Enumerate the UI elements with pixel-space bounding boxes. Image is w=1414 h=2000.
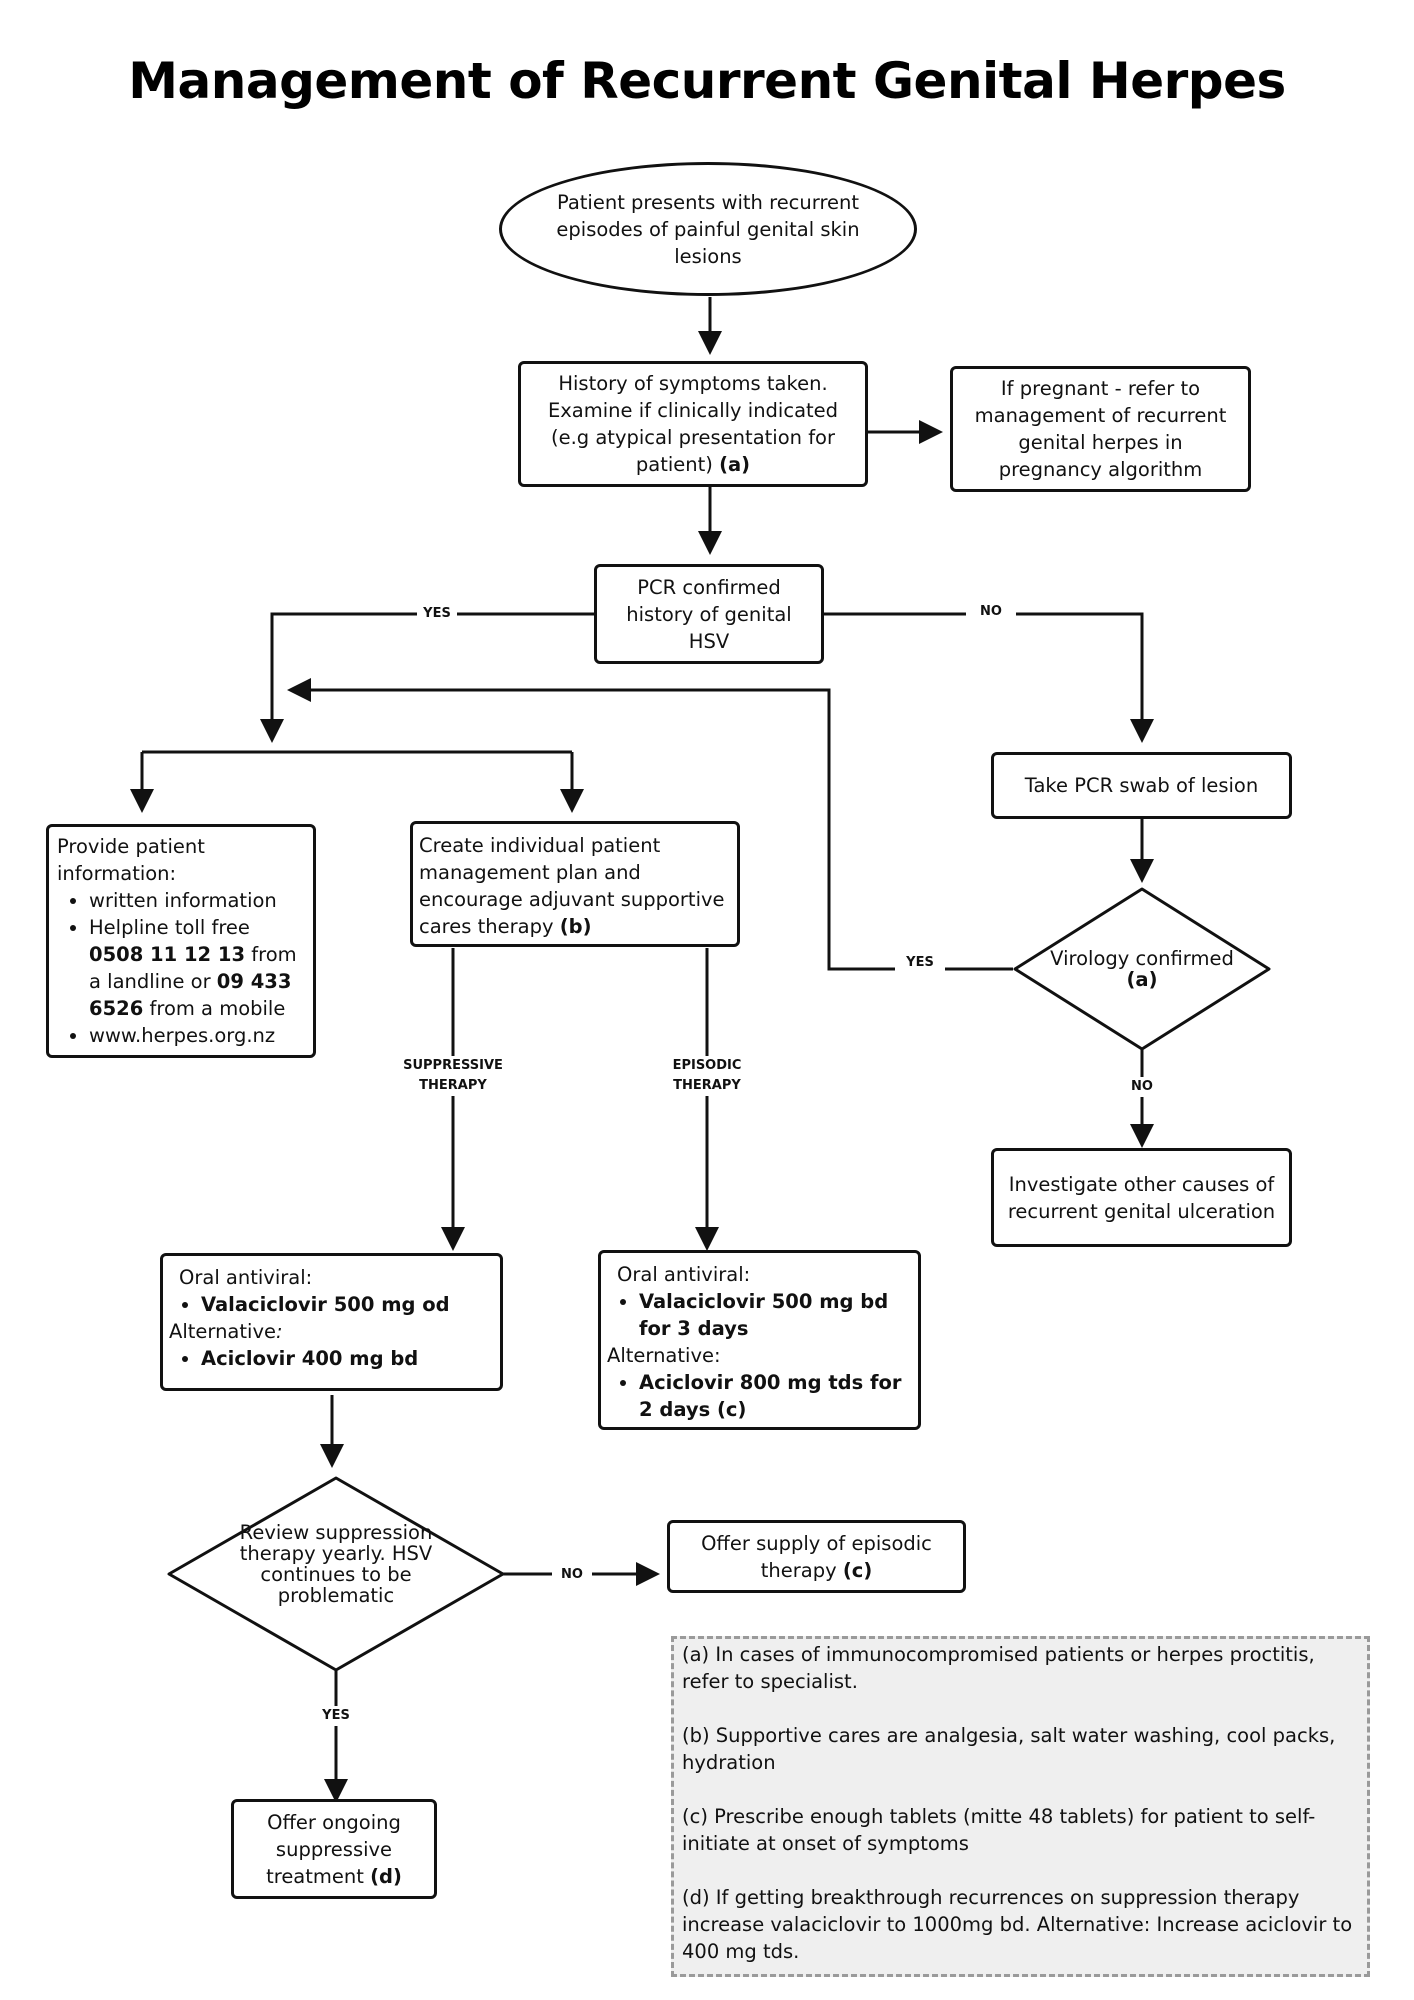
pcr-confirmed-text: PCR confirmed history of genital HSV	[626, 575, 792, 653]
take-pcr-node: Take PCR swab of lesion	[991, 752, 1292, 819]
virology-node: Virology confirmed (a)	[1042, 934, 1242, 1004]
virology-diamond-shape	[1013, 887, 1271, 1051]
virology-no-label: NO	[1119, 1077, 1165, 1097]
footnote-b: (b) Supportive cares are analgesia, salt…	[682, 1724, 1336, 1774]
episodic-rx-heading: Oral antiviral:	[617, 1263, 751, 1286]
management-plan-text: Create individual patient management pla…	[419, 834, 725, 938]
investigate-text: Investigate other causes of recurrent ge…	[1007, 1172, 1276, 1223]
footnote-c: (c) Prescribe enough tablets (mitte 48 t…	[682, 1805, 1316, 1855]
history-node-text: History of symptoms taken. Examine if cl…	[547, 372, 839, 476]
review-yes-label: YES	[312, 1706, 360, 1726]
pcr-confirmed-node: PCR confirmed history of genital HSV	[594, 564, 824, 664]
suppressive-rx-drug2: Aciclovir 400 mg bd	[201, 1345, 450, 1372]
review-no-label: NO	[552, 1565, 592, 1585]
pregnant-node-text: If pregnant - refer to management of rec…	[974, 377, 1227, 481]
management-plan-node: Create individual patient management pla…	[410, 821, 740, 947]
pregnant-node: If pregnant - refer to management of rec…	[950, 366, 1251, 492]
footnote-a: (a) In cases of immunocompromised patien…	[682, 1643, 1315, 1693]
start-node: Patient presents with recurrent episodes…	[499, 162, 917, 296]
offer-episodic-text: Offer supply of episodic therapy (c)	[701, 1531, 932, 1582]
connector-pcr-no	[822, 612, 1154, 743]
suppressive-rx-drug1: Valaciclovir 500 mg od	[201, 1291, 450, 1318]
info-item-written: written information	[89, 887, 305, 914]
suppressive-rx-alt: Alternative:	[169, 1320, 283, 1343]
suppressive-rx-node: Oral antiviral: Valaciclovir 500 mg od A…	[160, 1253, 503, 1391]
page-title: Management of Recurrent Genital Herpes	[128, 52, 1286, 110]
footnote-d: (d) If getting breakthrough recurrences …	[682, 1886, 1353, 1963]
episodic-rx-node: Oral antiviral: Valaciclovir 500 mg bd f…	[598, 1250, 921, 1430]
review-diamond-shape	[167, 1476, 505, 1672]
virology-yes-label: YES	[895, 953, 945, 973]
episodic-rx-drug1: Valaciclovir 500 mg bd for 3 days	[639, 1288, 912, 1342]
take-pcr-text: Take PCR swab of lesion	[1024, 774, 1259, 797]
review-text: Review suppression therapy yearly. HSV c…	[239, 1521, 433, 1607]
episodic-rx-drug2: Aciclovir 800 mg tds for 2 days (c)	[639, 1369, 912, 1423]
history-node: History of symptoms taken. Examine if cl…	[518, 361, 868, 487]
episodic-rx-alt: Alternative:	[607, 1344, 721, 1367]
info-heading: Provide patient information:	[57, 835, 205, 885]
pcr-no-label: NO	[966, 602, 1016, 622]
offer-episodic-node: Offer supply of episodic therapy (c)	[667, 1520, 966, 1593]
pcr-yes-label: YES	[417, 604, 457, 624]
info-item-website: www.herpes.org.nz	[89, 1022, 305, 1049]
suppressive-rx-heading: Oral antiviral:	[179, 1266, 313, 1289]
start-node-text: Patient presents with recurrent episodes…	[556, 190, 860, 268]
offer-ongoing-node: Offer ongoing suppressive treatment (d)	[231, 1799, 437, 1899]
footnotes-panel: (a) In cases of immunocompromised patien…	[671, 1636, 1370, 1977]
info-item-helpline: Helpline toll free 0508 11 12 13 from a …	[89, 914, 305, 1022]
review-node: Review suppression therapy yearly. HSV c…	[220, 1508, 452, 1620]
investigate-node: Investigate other causes of recurrent ge…	[991, 1148, 1292, 1247]
virology-text: Virology confirmed (a)	[1050, 947, 1234, 991]
connector-pcr-yes	[260, 612, 595, 743]
patient-info-node: Provide patient information: written inf…	[46, 824, 316, 1058]
offer-ongoing-text: Offer ongoing suppressive treatment (d)	[266, 1810, 402, 1888]
